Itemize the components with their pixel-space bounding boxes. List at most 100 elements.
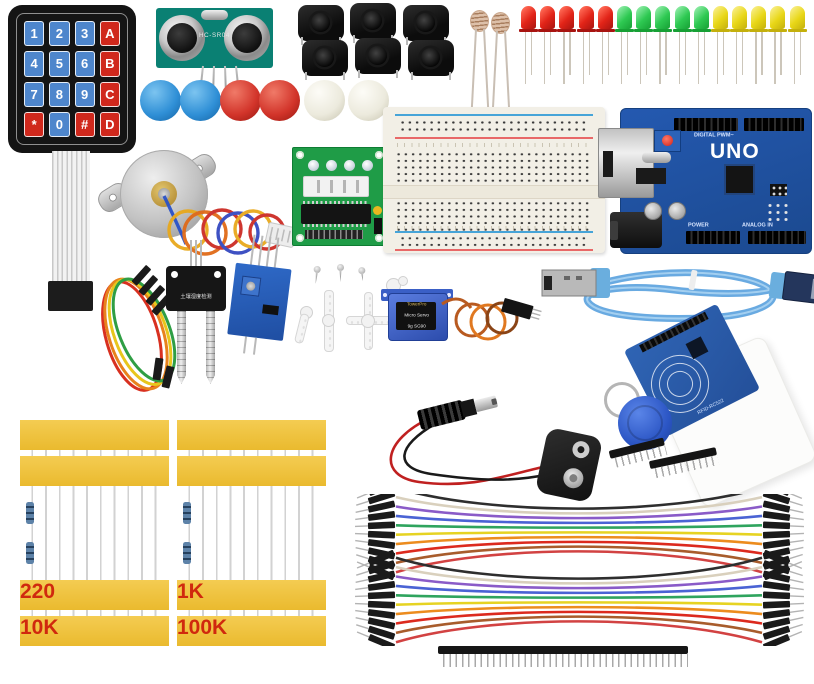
resistor-pack-left: 220 10K <box>20 420 169 647</box>
keypad-key-A: A <box>99 21 120 47</box>
cable-tie <box>688 269 698 291</box>
breadboard <box>383 107 605 253</box>
driver-led <box>362 160 373 171</box>
keypad-key-2: 2 <box>49 21 70 47</box>
yellow-led <box>787 6 807 96</box>
resistor-value-220: 220 <box>20 580 169 610</box>
photoresistor <box>470 10 489 115</box>
soil-sensor-head: 土壤湿度检测 <box>166 266 226 311</box>
usb-cable <box>541 268 814 322</box>
green-led <box>614 6 634 96</box>
uno-crystal <box>642 152 671 163</box>
red-led <box>557 6 577 96</box>
screw <box>337 264 345 284</box>
soil-sensor-label: 土壤湿度检测 <box>180 294 212 300</box>
red-button-cap <box>259 80 300 121</box>
soil-prong <box>206 311 215 384</box>
power-header <box>686 231 740 244</box>
stepper-wire-coil <box>162 195 297 256</box>
soil-moisture-sensor: 土壤湿度检测 <box>166 240 230 386</box>
header-plastic <box>438 646 688 654</box>
servo-horn-single-arm <box>293 312 310 345</box>
keypad-connector <box>48 281 93 311</box>
resistor-value-1k: 1K <box>177 580 326 610</box>
uln2003-chip <box>301 201 371 227</box>
resistor <box>183 542 191 564</box>
keypad-key-8: 8 <box>49 81 70 107</box>
resistor-row <box>183 502 320 524</box>
yellow-led <box>749 6 769 96</box>
yellow-led <box>768 6 788 96</box>
keypad-key-3: 3 <box>74 21 95 47</box>
usb-a-connector <box>541 268 610 298</box>
dupont-connectors <box>131 265 175 389</box>
push-button <box>298 5 344 45</box>
servo-type: Micro Servo <box>404 313 429 319</box>
tape-strip <box>20 456 169 486</box>
resistor <box>183 502 191 524</box>
atmega328-chip <box>726 166 753 193</box>
led-row <box>519 6 807 96</box>
micro-servo: TowerPro Micro Servo 9g SG90 <box>381 276 453 342</box>
photoresistor <box>491 12 510 117</box>
electrolytic-capacitor <box>644 202 662 220</box>
resistor-value-100k: 100K <box>177 616 326 646</box>
usb-b-connector <box>768 271 814 304</box>
jst-socket <box>303 176 369 197</box>
header-pins <box>441 654 688 667</box>
push-button <box>350 3 396 43</box>
analog-header <box>748 231 806 244</box>
servo-brand: TowerPro <box>406 302 427 308</box>
ivory-button-cap <box>304 80 345 121</box>
red-button-cap <box>220 80 261 121</box>
driver-led <box>326 160 337 171</box>
driver-led <box>344 160 355 171</box>
module-pcb <box>227 262 292 341</box>
keypad-key-1: 1 <box>24 21 45 47</box>
resistor-row <box>183 542 320 564</box>
ultrasonic-sensor: HC-SR04 <box>156 8 273 68</box>
reset-button <box>654 130 681 152</box>
servo-wire <box>441 297 542 341</box>
sensor-comparator-module <box>223 233 299 362</box>
screw <box>312 265 322 287</box>
stepper-driver-board <box>292 147 387 246</box>
soil-prong <box>177 311 186 384</box>
keypad-key-9: 9 <box>74 81 95 107</box>
transducer-left <box>159 15 205 61</box>
snap-terminal-male <box>561 466 586 491</box>
snap-terminal-female <box>570 439 592 460</box>
stepper-motor <box>120 150 208 238</box>
red-led <box>595 6 615 96</box>
keypad-key-B: B <box>99 51 120 77</box>
yellow-led <box>710 6 730 96</box>
servo-horn-hub <box>322 314 335 327</box>
power-label: POWER <box>688 222 709 229</box>
arduino-uno: UNO DIGITAL PWM~ POWER ANALOG IN <box>598 106 814 256</box>
push-button <box>403 5 449 45</box>
green-led <box>691 6 711 96</box>
transducer-right <box>224 15 270 61</box>
ivory-button-cap <box>348 80 389 121</box>
tape-strip <box>20 420 169 450</box>
crystal-oscillator <box>201 10 228 20</box>
jumper-block <box>374 218 382 234</box>
resistor-row <box>26 542 163 564</box>
resistor <box>26 502 34 524</box>
digital-label: DIGITAL PWM~ <box>694 132 734 139</box>
digital-header <box>674 118 738 131</box>
keypad-key-#: # <box>74 111 95 137</box>
icsp-header <box>770 184 787 196</box>
keypad-key-0: 0 <box>49 111 70 137</box>
green-led <box>672 6 692 96</box>
keypad-key-4: 4 <box>24 51 45 77</box>
uno-logo: UNO <box>710 140 760 163</box>
keypad-key-C: C <box>99 81 120 107</box>
electrolytic-capacitor <box>668 202 686 220</box>
keypad-key-7: 7 <box>24 81 45 107</box>
servo-model: 9g SG90 <box>407 324 426 330</box>
battery-adapter-wires <box>389 416 550 486</box>
usb-b-port <box>598 128 654 198</box>
